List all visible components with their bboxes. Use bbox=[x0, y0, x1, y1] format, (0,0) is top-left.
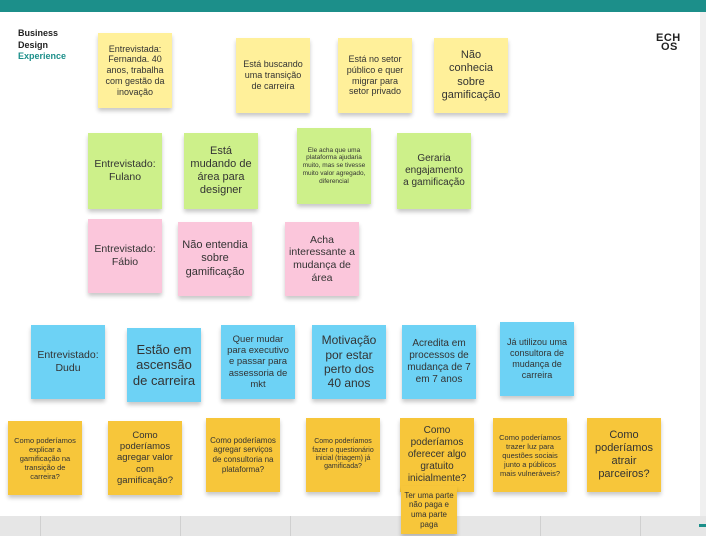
strip-divider bbox=[290, 516, 291, 536]
sticky-note[interactable]: Estão em ascensão de carreira bbox=[127, 328, 201, 402]
sticky-note[interactable]: Não conhecia sobre gamificação bbox=[434, 38, 508, 113]
sticky-note[interactable]: Acha interessante a mudança de área bbox=[285, 222, 359, 296]
sticky-note[interactable]: Como poderíamos agregar serviços de cons… bbox=[206, 418, 280, 492]
brand-title: Business Design Experience bbox=[18, 28, 66, 63]
canvas-footer-strip bbox=[0, 516, 706, 536]
sticky-note[interactable]: Acredita em processos de mudança de 7 em… bbox=[402, 325, 476, 399]
sticky-note[interactable]: Como poderíamos atrair parceiros? bbox=[587, 418, 661, 492]
top-bar bbox=[0, 0, 706, 12]
echos-logo: ECH OS bbox=[656, 32, 681, 53]
sticky-note[interactable]: Já utilizou uma consultora de mudança de… bbox=[500, 322, 574, 396]
sticky-note[interactable]: Como poderíamos trazer luz para questões… bbox=[493, 418, 567, 492]
sticky-note[interactable]: Entrevistado: Fulano bbox=[88, 133, 162, 209]
sticky-note[interactable]: Entrevistada: Fernanda. 40 anos, trabalh… bbox=[98, 33, 172, 108]
sticky-note[interactable]: Como poderíamos oferecer algo gratuito i… bbox=[400, 418, 474, 492]
sticky-note[interactable]: Não entendia sobre gamificação bbox=[178, 222, 252, 296]
sticky-note[interactable]: Motivação por estar perto dos 40 anos bbox=[312, 325, 386, 399]
sticky-note[interactable]: Como poderíamos agregar valor com gamifi… bbox=[108, 421, 182, 495]
sticky-note[interactable]: Entrevistado: Fábio bbox=[88, 219, 162, 293]
strip-divider bbox=[180, 516, 181, 536]
brand-line-3: Experience bbox=[18, 51, 67, 61]
sticky-note[interactable]: Como poderíamos explicar a gamificação n… bbox=[8, 421, 82, 495]
brand-line-2: Design bbox=[18, 39, 49, 50]
sticky-note[interactable]: Entrevistado: Dudu bbox=[31, 325, 105, 399]
sticky-note[interactable]: Está buscando uma transição de carreira bbox=[236, 38, 310, 113]
scroll-indicator[interactable] bbox=[699, 524, 706, 527]
brand-line-1: Business bbox=[18, 28, 59, 38]
sticky-note[interactable]: Está mudando de área para designer bbox=[184, 133, 258, 209]
strip-divider bbox=[40, 516, 41, 536]
sticky-note[interactable]: Como poderíamos fazer o questionário ini… bbox=[306, 418, 380, 492]
sticky-note[interactable]: Ter uma parte não paga e uma parte paga bbox=[401, 486, 457, 534]
sticky-note[interactable]: Ele acha que uma plataforma ajudaria mui… bbox=[297, 128, 371, 204]
sticky-note[interactable]: Quer mudar para executivo e passar para … bbox=[221, 325, 295, 399]
sticky-note[interactable]: Geraria engajamento a gamificação bbox=[397, 133, 471, 209]
sticky-note[interactable]: Está no setor público e quer migrar para… bbox=[338, 38, 412, 113]
strip-divider bbox=[540, 516, 541, 536]
strip-divider bbox=[640, 516, 641, 536]
